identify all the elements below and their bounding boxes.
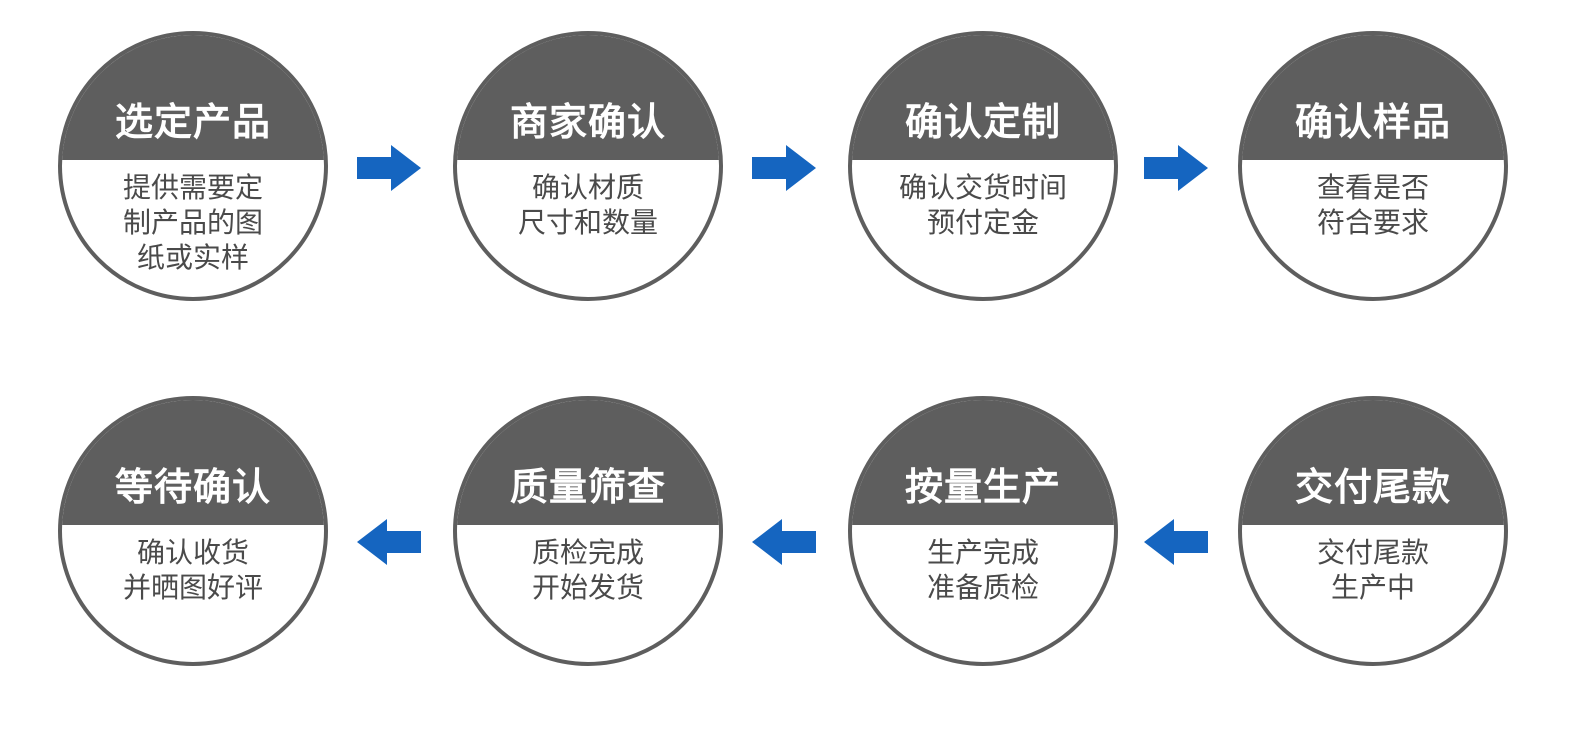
step-description: 确认收货 并晒图好评 (62, 525, 324, 662)
step-description: 质检完成 开始发货 (457, 525, 719, 662)
step-line: 查看是否 (1316, 171, 1429, 204)
step-line: 尺寸和数量 (517, 206, 658, 239)
step-line: 生产中 (1330, 571, 1415, 604)
step-quality-screening: 质量筛查 质检完成 开始发货 (453, 396, 723, 666)
step-line: 确认收货 (136, 536, 249, 569)
step-line: 开始发货 (531, 571, 644, 604)
step-title: 确认定制 (852, 35, 1114, 160)
step-select-product: 选定产品 提供需要定 制产品的图 纸或实样 (58, 31, 328, 301)
arrow-left-icon (357, 519, 421, 565)
step-line: 确认交货时间 (898, 171, 1067, 204)
step-merchant-confirm: 商家确认 确认材质 尺寸和数量 (453, 31, 723, 301)
step-description: 查看是否 符合要求 (1242, 160, 1504, 297)
step-description: 确认材质 尺寸和数量 (457, 160, 719, 297)
step-line: 制产品的图 (122, 206, 263, 239)
arrow-right-icon (1144, 145, 1208, 191)
arrow-left-icon (752, 519, 816, 565)
arrow-right-icon (357, 145, 421, 191)
step-title: 交付尾款 (1242, 400, 1504, 525)
step-final-payment: 交付尾款 交付尾款 生产中 (1238, 396, 1508, 666)
step-line: 提供需要定 (122, 171, 263, 204)
step-title: 选定产品 (62, 35, 324, 160)
step-line: 确认材质 (531, 171, 644, 204)
step-line: 预付定金 (926, 206, 1039, 239)
step-mass-production: 按量生产 生产完成 准备质检 (848, 396, 1118, 666)
step-wait-confirm: 等待确认 确认收货 并晒图好评 (58, 396, 328, 666)
step-title: 按量生产 (852, 400, 1114, 525)
arrow-right-icon (752, 145, 816, 191)
step-title: 等待确认 (62, 400, 324, 525)
step-title: 质量筛查 (457, 400, 719, 525)
step-line: 质检完成 (531, 536, 644, 569)
arrow-left-icon (1144, 519, 1208, 565)
step-description: 提供需要定 制产品的图 纸或实样 (62, 160, 324, 297)
step-line: 符合要求 (1316, 206, 1429, 239)
step-description: 确认交货时间 预付定金 (852, 160, 1114, 297)
step-confirm-sample: 确认样品 查看是否 符合要求 (1238, 31, 1508, 301)
step-line: 交付尾款 (1316, 536, 1429, 569)
step-line: 纸或实样 (136, 241, 249, 274)
step-title: 确认样品 (1242, 35, 1504, 160)
step-line: 生产完成 (926, 536, 1039, 569)
step-title: 商家确认 (457, 35, 719, 160)
step-confirm-customization: 确认定制 确认交货时间 预付定金 (848, 31, 1118, 301)
step-line: 并晒图好评 (122, 571, 263, 604)
step-description: 交付尾款 生产中 (1242, 525, 1504, 662)
step-description: 生产完成 准备质检 (852, 525, 1114, 662)
step-line: 准备质检 (926, 571, 1039, 604)
